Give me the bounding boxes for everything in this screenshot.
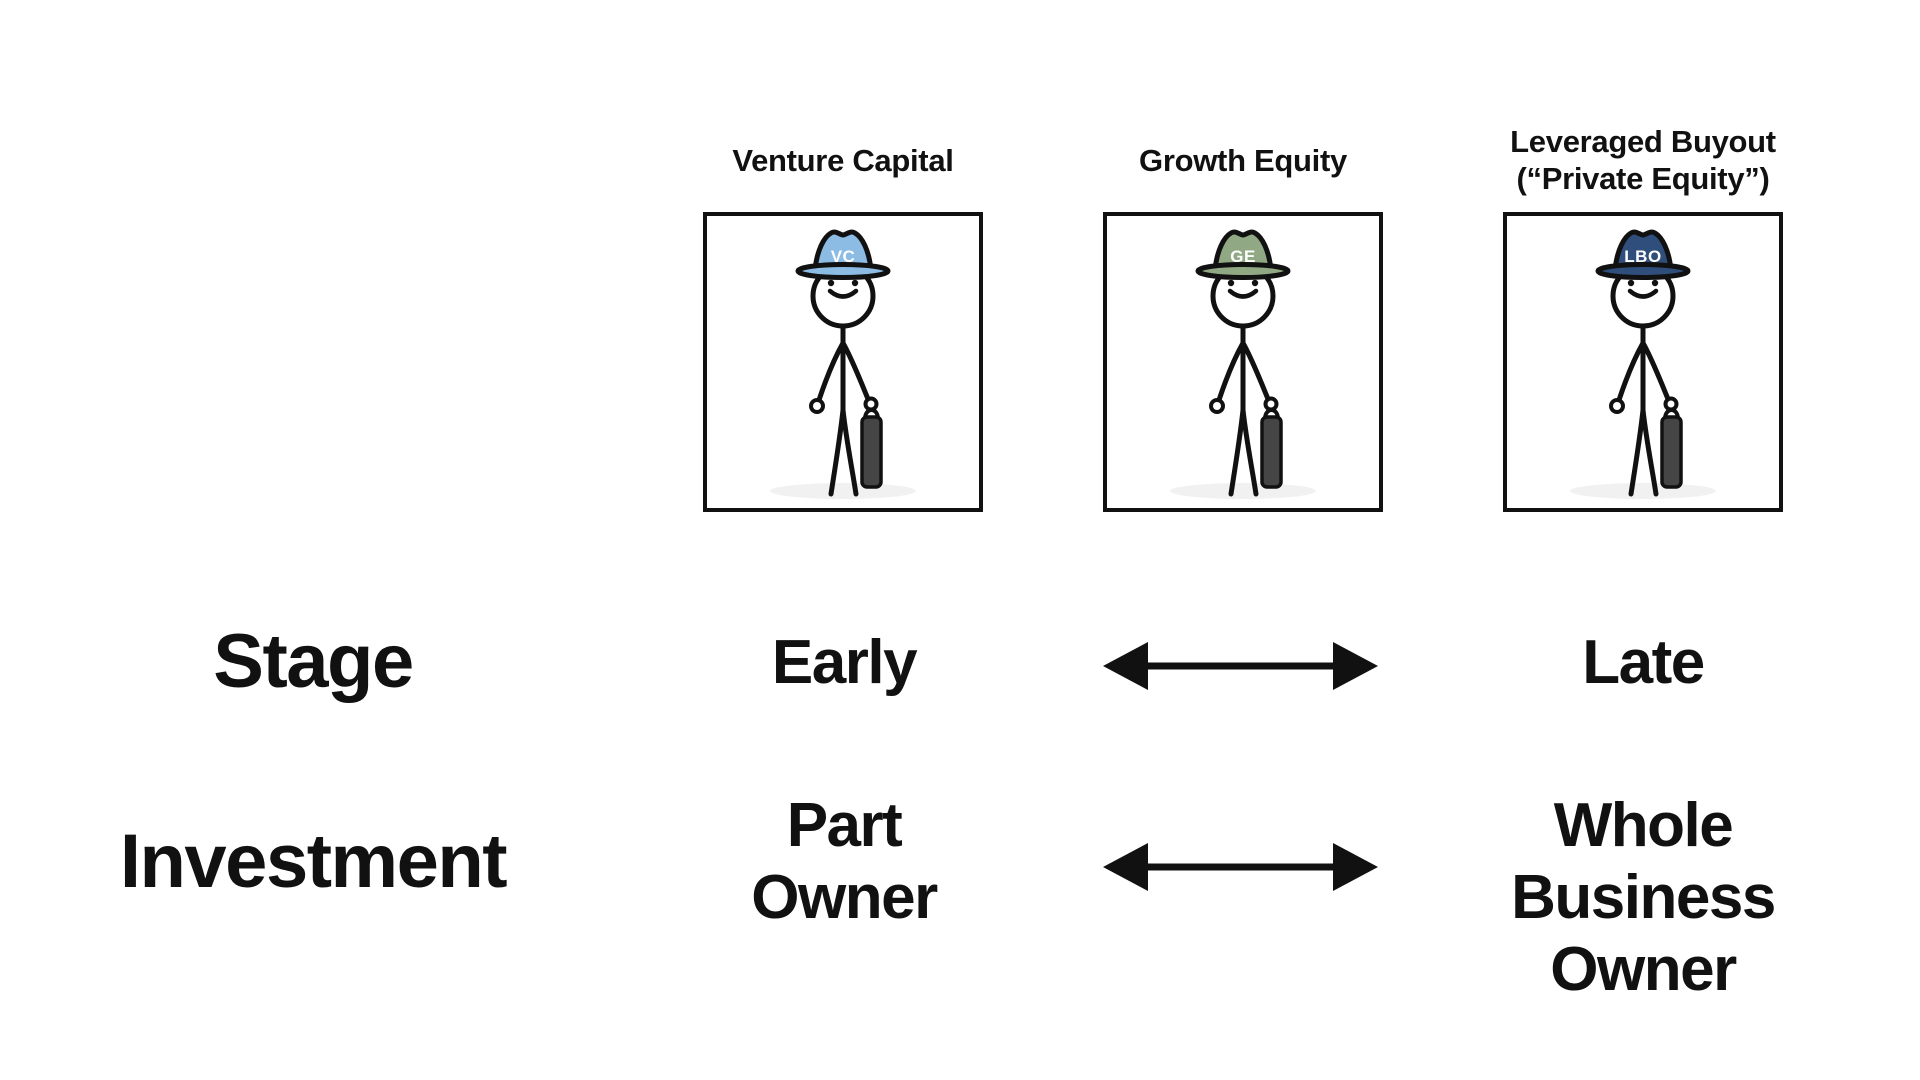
figure-right-leg <box>840 407 859 497</box>
figure-left-leg <box>1628 407 1646 497</box>
venture-capital-stick-figure-icon: VC <box>770 229 916 499</box>
fedora-hat-icon <box>1212 229 1274 273</box>
investment-whole-owner-value: Whole Business Owner <box>1511 791 1776 1004</box>
hat-label-ge: GE <box>1230 247 1256 266</box>
investment-double-arrow-icon <box>1103 843 1378 891</box>
figure-left-arm <box>1216 340 1246 403</box>
stage-double-arrow-icon <box>1103 642 1378 690</box>
figure-left-hand <box>1209 398 1225 414</box>
figure-right-eye <box>1251 279 1259 287</box>
venture-capital-title: Venture Capital <box>732 142 954 178</box>
leveraged-buyout-title: Leveraged Buyout (“Private Equity”) <box>1510 124 1776 196</box>
hat-brim <box>795 262 891 280</box>
figure-smile <box>1627 288 1659 299</box>
figure-right-leg <box>1640 407 1659 497</box>
briefcase-icon <box>1260 415 1283 489</box>
figure-left-hand <box>809 398 825 414</box>
figure-left-arm <box>1616 340 1646 403</box>
stage-early-value: Early <box>771 628 918 697</box>
leveraged-buyout-box: LBO <box>1503 212 1783 512</box>
figure-left-arm <box>816 340 846 403</box>
figure-right-hand <box>1263 396 1279 412</box>
ground-shadow <box>1570 483 1716 499</box>
investment-part-owner-value: Part Owner <box>751 791 938 932</box>
stage-row-label: Stage <box>213 619 414 704</box>
figure-right-eye <box>851 279 859 287</box>
fedora-hat-icon <box>812 229 874 273</box>
figure-left-hand <box>1609 398 1625 414</box>
ground-shadow <box>770 483 916 499</box>
figure-right-hand <box>863 396 879 412</box>
figure-smile <box>827 288 859 299</box>
figure-right-arm <box>1240 340 1271 402</box>
briefcase-icon <box>1660 415 1683 489</box>
briefcase-icon <box>860 415 883 489</box>
hat-brim <box>1195 262 1291 280</box>
growth-equity-title: Growth Equity <box>1139 142 1347 178</box>
stage-late-value: Late <box>1582 628 1705 697</box>
figure-left-eye <box>1227 279 1235 287</box>
figure-right-arm <box>1640 340 1671 402</box>
fedora-hat-icon <box>1612 229 1674 273</box>
figure-right-hand <box>1663 396 1679 412</box>
venture-capital-box: VC <box>703 212 983 512</box>
ground-shadow <box>1170 483 1316 499</box>
figure-left-eye <box>827 279 835 287</box>
figure-left-leg <box>828 407 846 497</box>
growth-equity-stick-figure-icon: GE <box>1170 229 1316 499</box>
figure-right-arm <box>840 340 871 402</box>
leveraged-buyout-stick-figure-icon: LBO <box>1570 229 1716 499</box>
investment-row-label: Investment <box>119 819 508 904</box>
growth-equity-box: GE <box>1103 212 1383 512</box>
figure-smile <box>1227 288 1259 299</box>
figure-right-eye <box>1651 279 1659 287</box>
hat-brim <box>1595 262 1691 280</box>
hat-label-lbo: LBO <box>1624 247 1661 266</box>
figure-right-leg <box>1240 407 1259 497</box>
figure-left-eye <box>1627 279 1635 287</box>
hat-label-vc: VC <box>831 247 856 266</box>
figure-left-leg <box>1228 407 1246 497</box>
